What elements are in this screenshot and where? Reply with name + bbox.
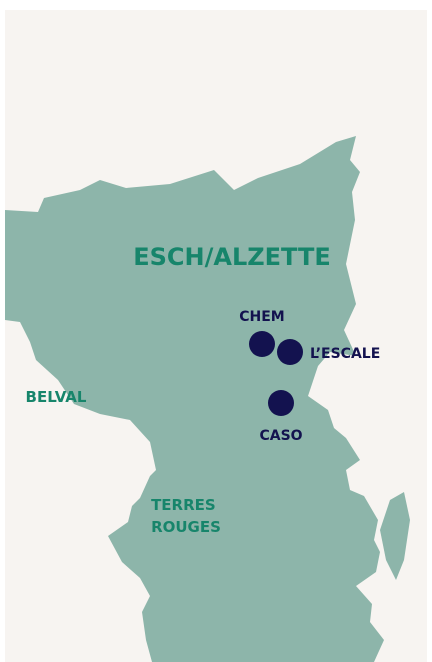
region-label-terres-rouges: TERRES ROUGES	[151, 496, 221, 536]
region-label-terres-rouges-line-2: ROUGES	[151, 518, 221, 536]
poi-chem-label[interactable]: CHEM	[239, 309, 285, 325]
poi-lescale-marker[interactable]	[277, 339, 303, 365]
poi-chem-marker[interactable]	[249, 331, 275, 357]
esch-region-shape	[5, 136, 384, 662]
region-label-terres-rouges-line-1: TERRES	[151, 496, 216, 514]
east-hill-shape	[380, 492, 410, 580]
poi-lescale-label[interactable]: L’ESCALE	[310, 346, 380, 362]
region-label-belval: BELVAL	[26, 388, 87, 406]
poi-caso-label[interactable]: CASO	[259, 428, 302, 444]
region-label-esch: ESCH/ALZETTE	[133, 243, 331, 271]
poi-caso-marker[interactable]	[268, 390, 294, 416]
